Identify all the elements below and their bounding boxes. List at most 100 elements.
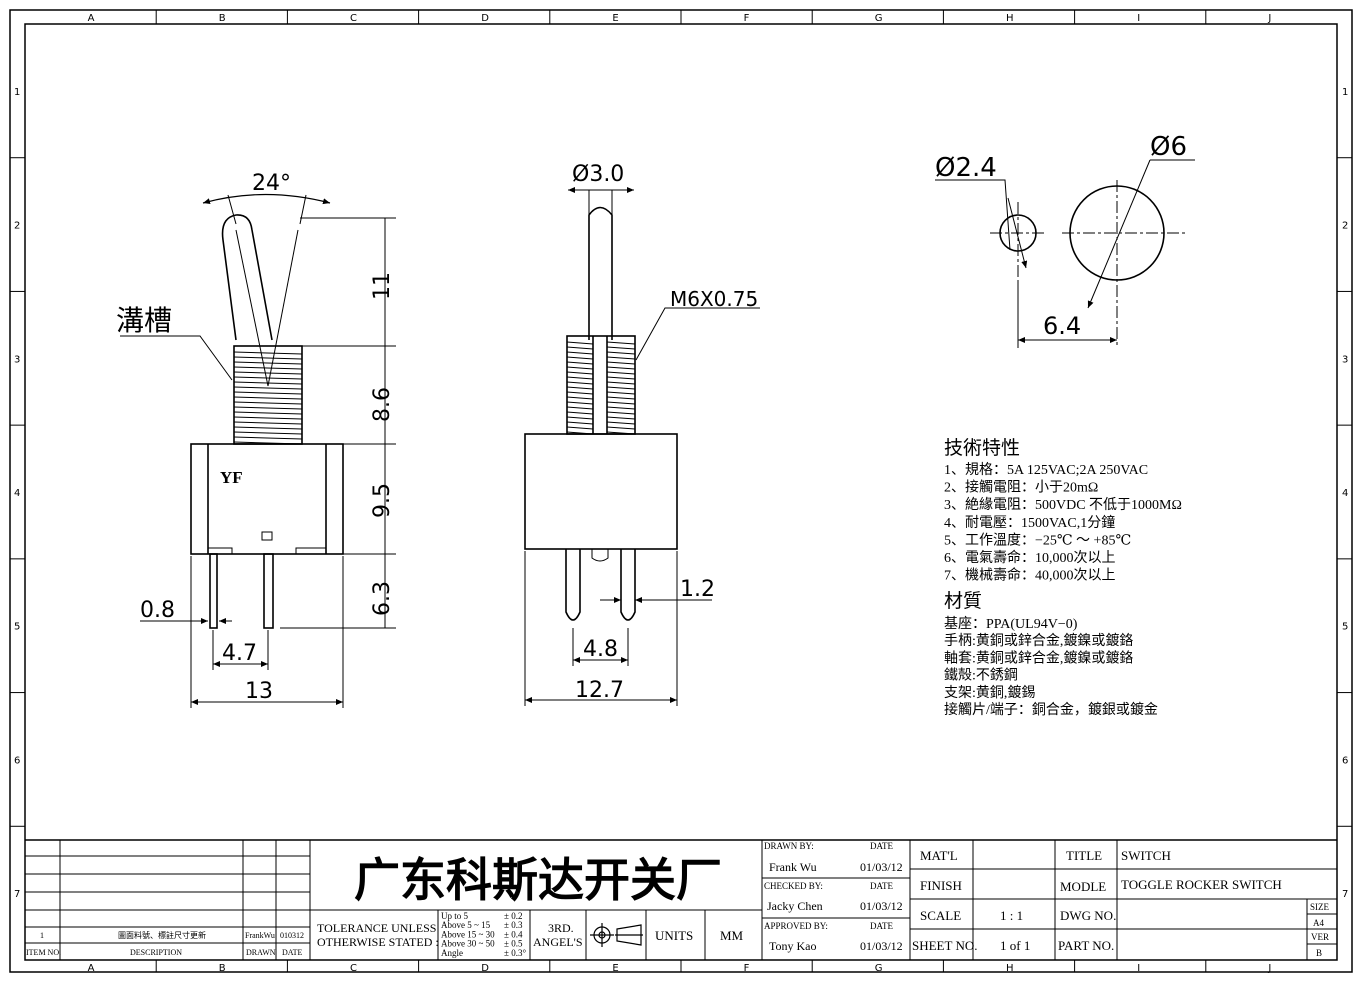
finish-label: FINISH [920,878,962,893]
side-view [120,193,396,708]
specs-title: 技術特性 [944,437,1020,459]
thread-line [566,416,594,420]
thread-line [233,366,303,370]
angle-label-2: ANGEL'S [533,935,583,949]
zone-col-label: B [219,13,226,24]
thread-line [233,356,303,360]
dim-6-4: 6.4 [1043,312,1081,340]
thread-line [233,376,303,380]
angle-label: 24° [252,171,291,196]
thread-label: M6X0.75 [670,287,758,311]
thread-line [566,356,594,360]
thread-line [566,386,594,390]
thread-line [606,356,636,360]
thread-line [233,416,303,420]
zone-row-label: 5 [14,622,20,633]
zone-col-label: D [481,963,489,974]
zone-col-label: I [1137,963,1140,974]
dim-12-7: 12.7 [575,678,624,703]
ver-label: VER [1311,932,1329,942]
spec-item: 6、電氣壽命：10,000次以上 [944,549,1116,566]
thread-line [233,411,303,415]
thread-line [566,341,594,345]
zone-col-label: C [350,13,357,24]
zone-col-label: D [481,13,489,24]
thread-line [606,416,636,420]
units-value: MM [720,928,744,943]
tolerance-range: Above 5 ~ 15 [441,920,491,930]
thread-line [606,421,636,425]
zone-col-label: A [88,963,95,974]
thread-line [566,381,594,385]
thread-line [566,371,594,375]
ver-value: B [1316,948,1322,958]
sheet-label: SHEET NO. [912,938,977,953]
thread-line [566,361,594,365]
rev-header-desc: DESCRIPTION [130,948,182,957]
title-block [25,839,1337,960]
thread-line [233,431,303,435]
rev-item-no: 1 [40,931,44,940]
rev-header-date: DATE [282,948,303,957]
rev-drawn: FrankWu [245,931,275,940]
tolerance-range: Angle [441,948,463,958]
thread-line [566,426,594,430]
zone-col-label: G [875,13,883,24]
thread-line [606,371,636,375]
thread-line [606,381,636,385]
material-item: 軸套:黄銅或鋅合金,鍍鎳或鍍鉻 [944,649,1133,666]
thread-line [566,411,594,415]
brand-mark: YF [220,468,243,487]
scale-value: 1 : 1 [1000,908,1023,923]
zone-col-label: J [1267,963,1271,974]
title-label: TITLE [1066,848,1102,863]
dim-13: 13 [245,679,273,704]
zone-row-label: 7 [14,889,20,900]
zone-row-label: 2 [14,221,20,232]
thread-line [566,366,594,370]
spec-item: 5、工作溫度：−25℃ ～ +85℃ [944,532,1131,548]
zone-row-label: 6 [1342,755,1348,766]
panel-cutout [935,159,1195,348]
zone-col-label: G [875,963,883,974]
material-item: 基座：PPA(UL94V−0) [944,615,1078,632]
drawn-by-label: DRAWN BY: [764,841,814,851]
zone-row-label: 1 [1342,87,1348,98]
checked-by: Jacky Chen [767,899,823,913]
thread-line [606,346,636,350]
size-label: SIZE [1310,902,1330,912]
dim-8-6: 8.6 [370,387,395,422]
zone-col-label: B [219,963,226,974]
zone-col-label: H [1006,963,1014,974]
zone-row-label: 7 [1342,889,1348,900]
zone-col-label: A [88,13,95,24]
dim-6-3: 6.3 [370,581,395,616]
front-view [524,187,760,706]
spec-item: 2、接觸電阻：小于20mΩ [944,479,1098,496]
zone-row-label: 1 [14,87,20,98]
thread-line [566,376,594,380]
dim-4-7: 4.7 [222,641,257,666]
thread-line [233,386,303,390]
dim-d2-4: Ø2.4 [935,153,997,183]
rev-header-item: ITEM NO. [26,948,61,957]
checked-by-label: CHECKED BY: [764,881,823,891]
zone-col-label: E [612,13,618,24]
tolerance-range: Above 15 ~ 30 [441,929,495,939]
thread-line [606,426,636,430]
thread-line [606,366,636,370]
tolerance-range: Above 30 ~ 50 [441,939,495,949]
units-label: UNITS [655,928,693,943]
date-label-1: DATE [870,841,893,851]
zone-col-label: E [612,963,618,974]
thread-line [233,436,303,440]
zone-col-label: H [1006,13,1014,24]
material-item: 鐵殻:不銹鋼 [944,667,1018,684]
zone-col-label: I [1137,13,1140,24]
thread-line [606,386,636,390]
thread-line [566,346,594,350]
matl-label: MAT'L [920,848,958,863]
date-label-3: DATE [870,921,893,931]
